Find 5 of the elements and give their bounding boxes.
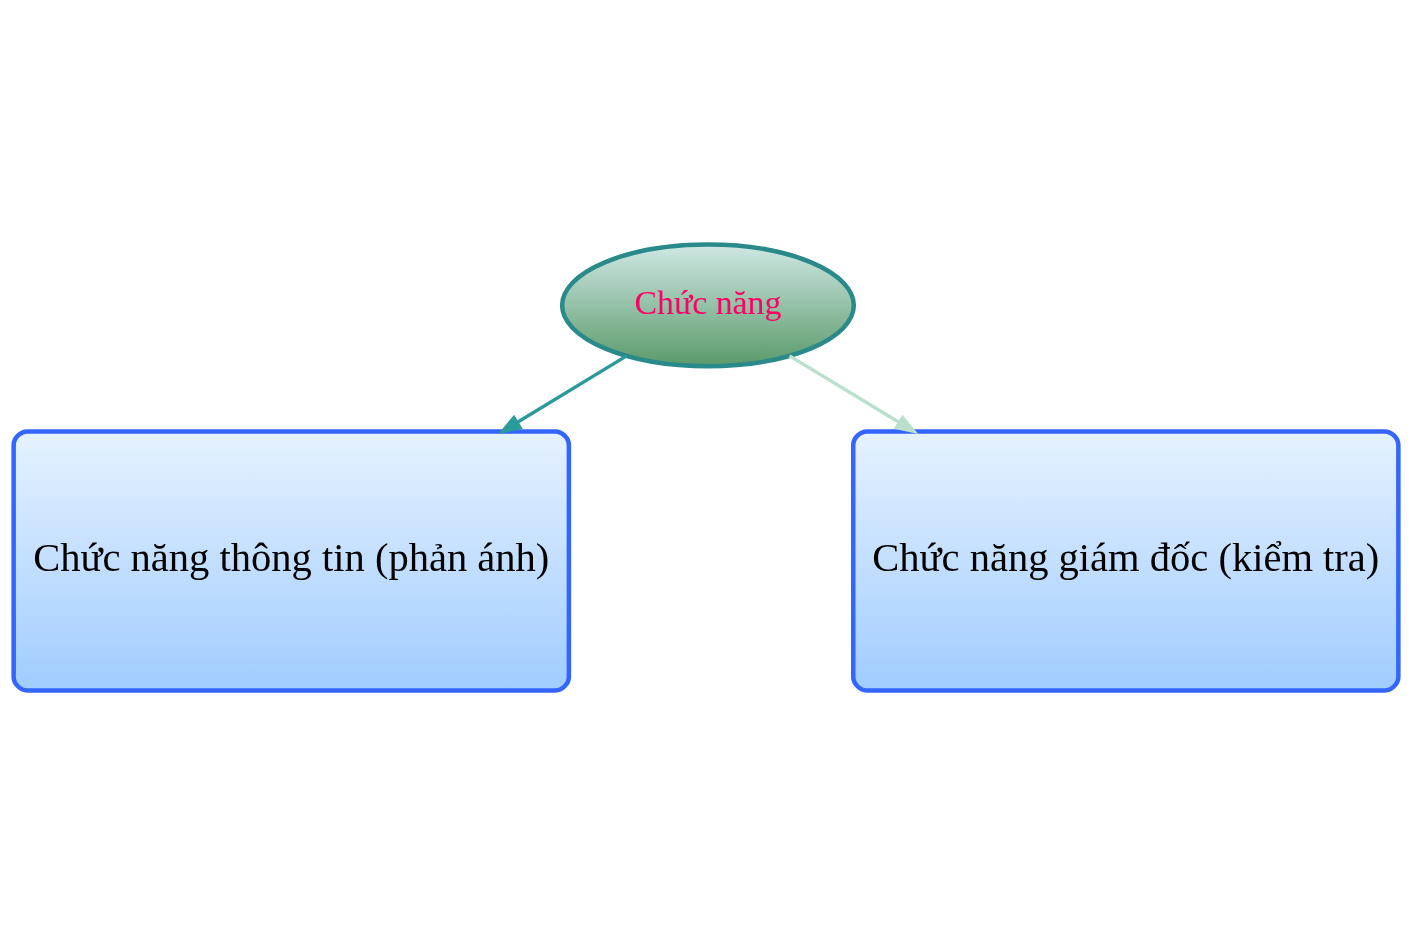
node-box: Chức năng thông tin (phản ánh): [11, 428, 572, 693]
node-ellipse: Chức năng: [559, 241, 857, 368]
arrow: [788, 353, 919, 434]
arrow: [498, 353, 628, 434]
node-box: Chức năng giám đốc (kiểm tra): [851, 428, 1401, 693]
